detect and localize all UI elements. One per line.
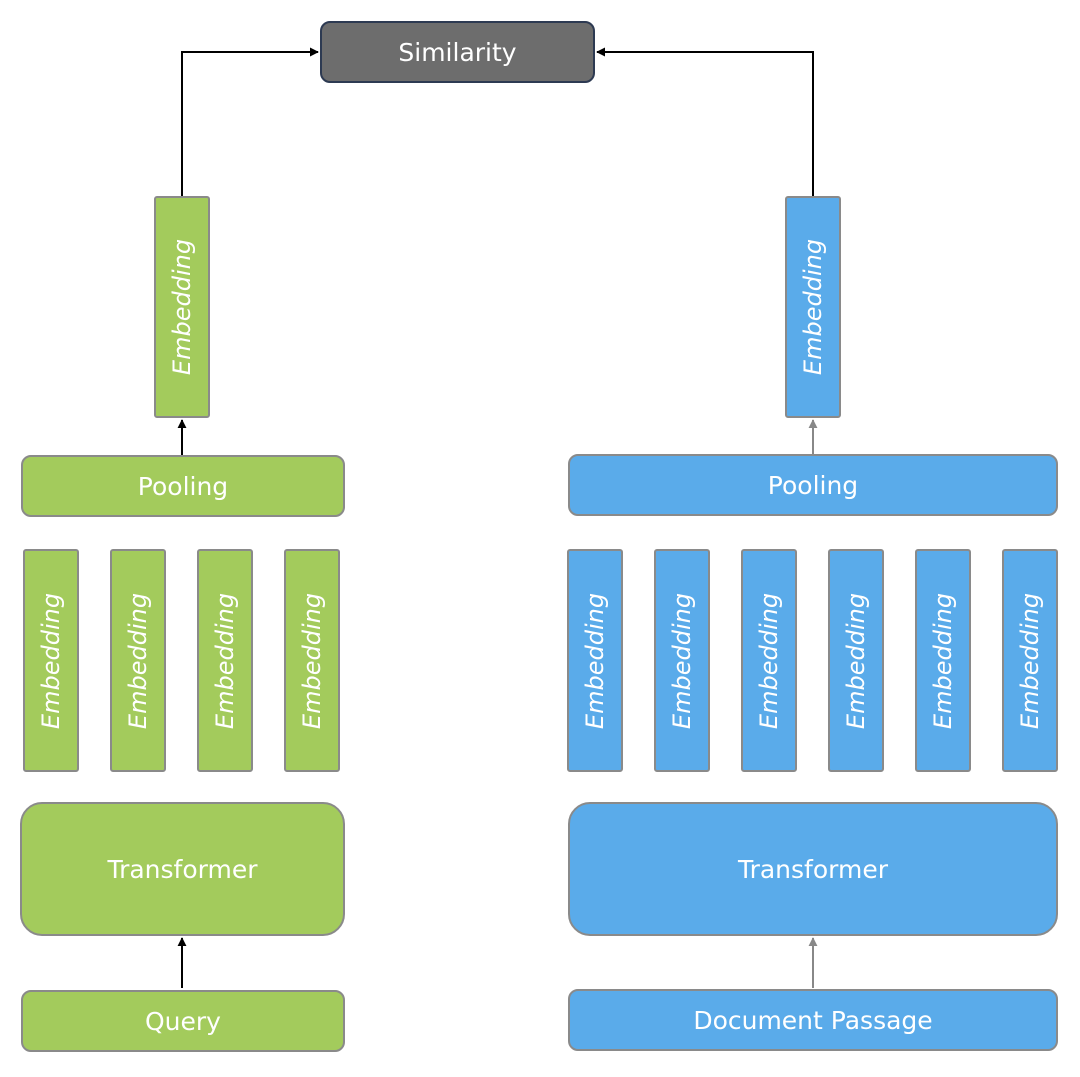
query-pooling-box: Pooling xyxy=(21,455,345,517)
arrow-embedding-left-to-similarity xyxy=(181,47,319,196)
passage-transformer-box: Transformer xyxy=(568,802,1058,936)
passage-token-embedding: Embedding xyxy=(1002,549,1058,772)
query-token-embedding: Embedding xyxy=(23,549,79,772)
query-token-embedding: Embedding xyxy=(110,549,166,772)
query-output-embedding-label: Embedding xyxy=(168,238,196,376)
passage-token-embedding-label: Embedding xyxy=(581,592,609,729)
passage-token-embedding: Embedding xyxy=(654,549,710,772)
passage-token-embedding-label: Embedding xyxy=(929,592,957,729)
passage-token-embedding-label: Embedding xyxy=(842,592,870,729)
query-token-embedding-label: Embedding xyxy=(298,592,326,729)
query-token-embedding-label: Embedding xyxy=(211,592,239,729)
query-token-embedding: Embedding xyxy=(284,549,340,772)
passage-input-box: Document Passage xyxy=(568,989,1058,1051)
query-transformer-box: Transformer xyxy=(20,802,345,936)
passage-token-embedding: Embedding xyxy=(741,549,797,772)
passage-pooling-label: Pooling xyxy=(767,470,859,500)
query-transformer-label: Transformer xyxy=(107,854,258,884)
passage-transformer-label: Transformer xyxy=(737,854,888,884)
query-output-embedding: Embedding xyxy=(154,196,210,418)
passage-input-label: Document Passage xyxy=(693,1005,933,1035)
passage-pooling-box: Pooling xyxy=(568,454,1058,516)
passage-output-embedding-label: Embedding xyxy=(799,238,827,376)
passage-token-embedding: Embedding xyxy=(915,549,971,772)
similarity-label: Similarity xyxy=(398,37,517,67)
passage-token-embedding-label: Embedding xyxy=(1016,592,1044,729)
passage-token-embedding-label: Embedding xyxy=(755,592,783,729)
query-token-embedding-label: Embedding xyxy=(124,592,152,729)
query-input-label: Query xyxy=(145,1006,221,1036)
passage-token-embedding: Embedding xyxy=(567,549,623,772)
arrow-embedding-right-to-similarity xyxy=(596,47,814,196)
query-token-embedding-label: Embedding xyxy=(37,592,65,729)
query-pooling-label: Pooling xyxy=(137,471,229,501)
passage-token-embedding: Embedding xyxy=(828,549,884,772)
passage-token-embedding-label: Embedding xyxy=(668,592,696,729)
passage-output-embedding: Embedding xyxy=(785,196,841,418)
query-input-box: Query xyxy=(21,990,345,1052)
query-token-embedding: Embedding xyxy=(197,549,253,772)
similarity-box: Similarity xyxy=(320,21,595,83)
